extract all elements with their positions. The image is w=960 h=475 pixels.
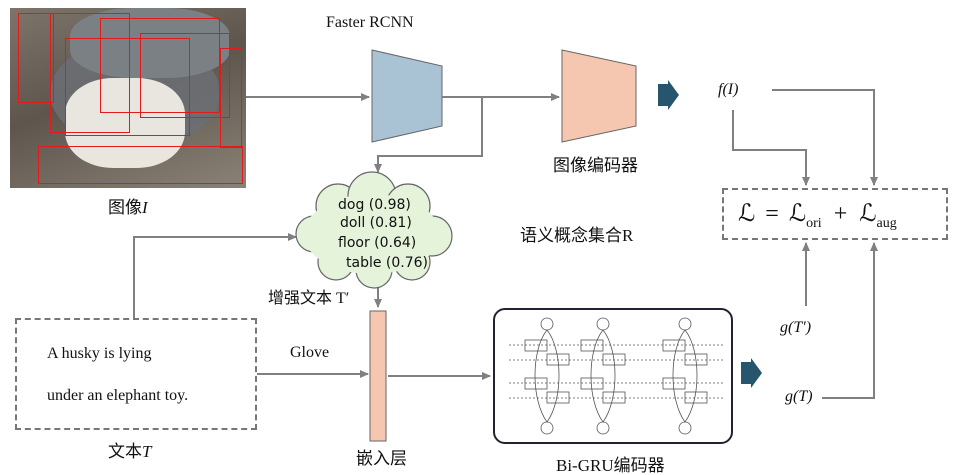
arrow-text-to-cloud — [133, 233, 297, 318]
connectors — [133, 89, 878, 399]
loss-equation-box: ℒ = ℒori + ℒaug — [722, 188, 948, 240]
bigru-encoder-block — [493, 308, 733, 444]
bigru-label: Bi-GRU编码器 — [556, 456, 665, 475]
bbox — [18, 13, 54, 103]
concept-item: doll (0.81) — [340, 215, 412, 231]
input-text-box: A husky is lying under an elephant toy. — [15, 318, 257, 430]
concept-item: floor (0.64) — [338, 235, 417, 251]
text-caption: 文本T — [108, 442, 152, 461]
input-image — [10, 8, 246, 188]
bigru-schematic — [509, 317, 723, 435]
augmented-text-label: 增强文本 T′ — [268, 290, 350, 307]
bbox — [140, 33, 230, 118]
cloud-fill-cover — [304, 194, 440, 274]
gTp-label: g(T′) — [780, 319, 812, 336]
bbox — [50, 13, 130, 133]
bbox — [38, 146, 243, 184]
concept-set-label: 语义概念集合R — [520, 226, 634, 245]
image-encoder-label: 图像编码器 — [553, 156, 638, 175]
fI-label: f(I) — [718, 81, 739, 98]
concept-item: table (0.76) — [346, 255, 429, 271]
input-text-line: A husky is lying — [47, 345, 152, 362]
bbox — [220, 48, 242, 148]
embedding-layer-block — [369, 310, 387, 442]
bbox — [65, 38, 190, 136]
arrow-fI-to-loss-right — [772, 89, 878, 186]
input-text-line: under an elephant toy. — [47, 387, 189, 404]
gT-label: g(T) — [785, 388, 813, 405]
glove-label: Glove — [290, 344, 330, 361]
arrow-rcnn-to-concepts — [374, 97, 483, 173]
big-arrow-text — [741, 358, 762, 388]
loss-formula: ℒ = ℒori + ℒaug — [738, 201, 897, 231]
image-encoder-block — [561, 49, 637, 143]
big-arrow-image — [658, 80, 679, 110]
concept-item: dog (0.98) — [338, 197, 411, 213]
embedding-label: 嵌入层 — [356, 449, 407, 468]
image-caption: 图像I — [108, 198, 148, 217]
arrow-gT-to-loss — [822, 242, 878, 399]
faster-rcnn-label: Faster RCNN — [326, 14, 414, 31]
faster-rcnn-block — [371, 49, 443, 143]
bbox — [100, 18, 220, 113]
arrow-fI-to-loss-left — [732, 110, 810, 186]
